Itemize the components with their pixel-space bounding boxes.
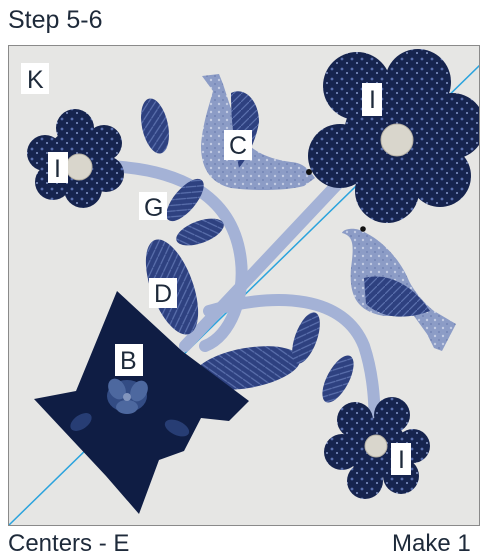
label-bird-c: C (229, 132, 247, 160)
step-title: Step 5-6 (8, 6, 103, 35)
label-flower-left-i: I (54, 155, 61, 183)
bird-c-eye (306, 169, 312, 175)
centers-note: Centers - E (8, 530, 129, 558)
flower-top-right-center (381, 124, 413, 156)
label-vase-b: B (120, 347, 137, 375)
flower-bottom-center (365, 435, 387, 457)
flower-left-center (66, 154, 92, 180)
label-leaf-d: D (154, 280, 172, 308)
make-count: Make 1 (392, 530, 471, 558)
label-flower-top-right-i: I (369, 86, 376, 114)
label-flower-bottom-i: I (398, 446, 405, 474)
label-block-k: K (27, 66, 44, 94)
quilt-block: K I I C G D B I (8, 45, 480, 526)
bird-right-eye (360, 226, 366, 232)
label-leaf-g: G (144, 194, 163, 222)
